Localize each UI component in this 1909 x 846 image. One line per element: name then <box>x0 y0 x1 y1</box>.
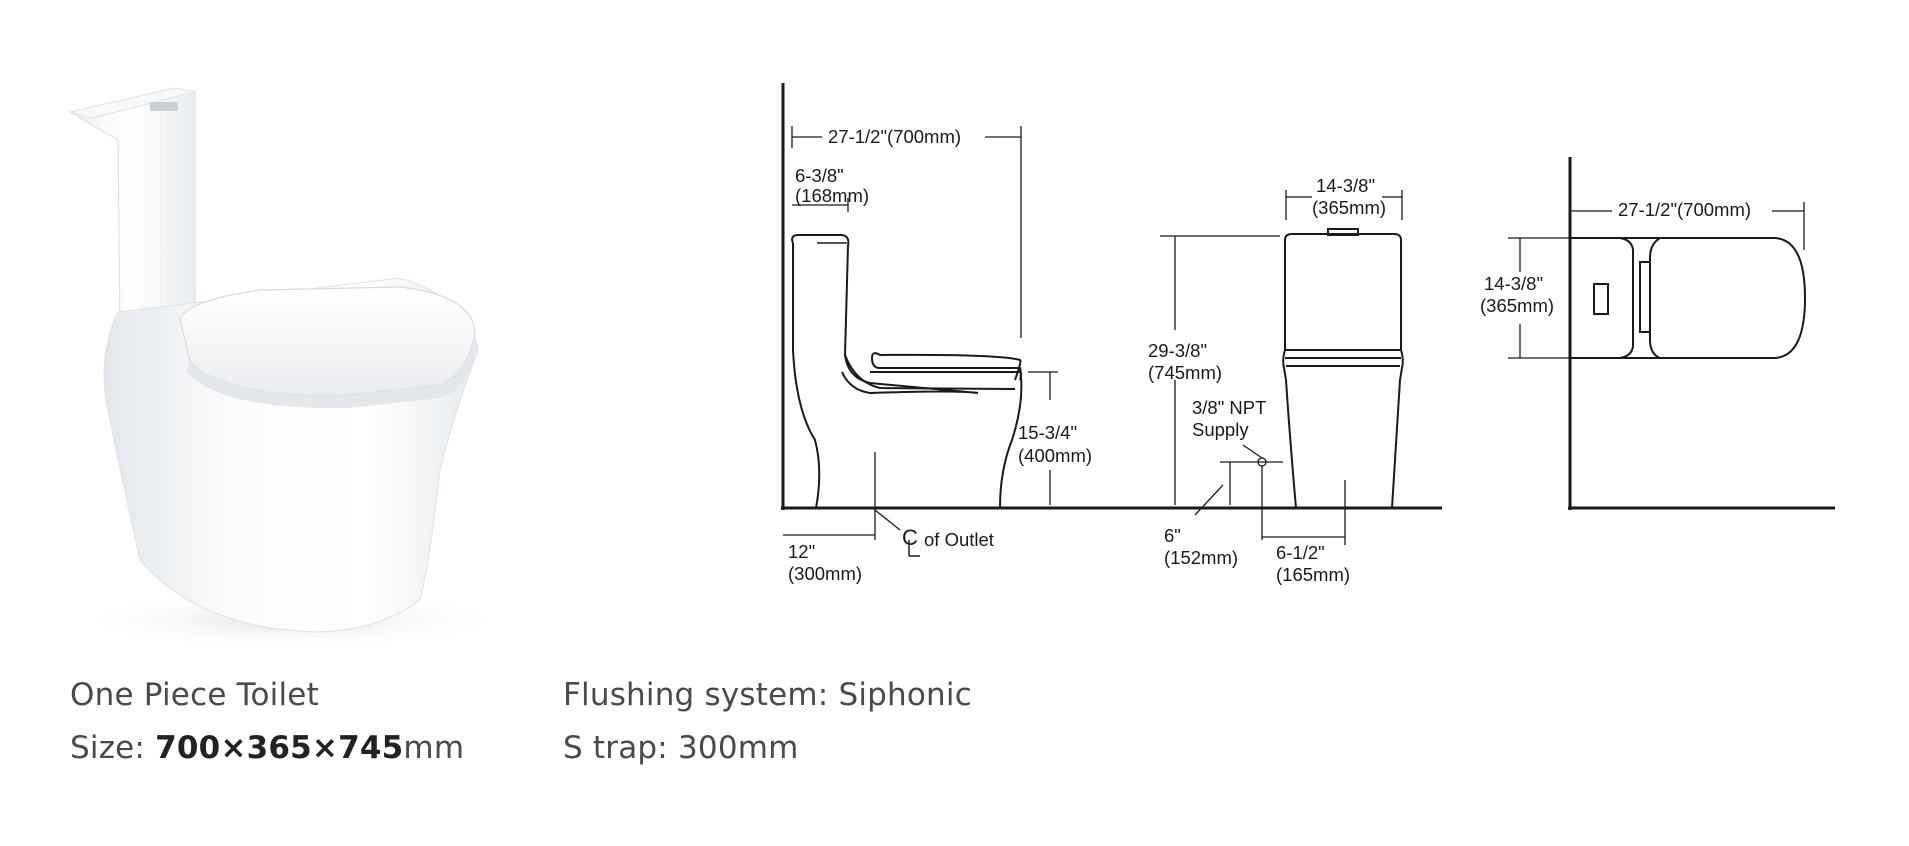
label-supply-offset-in: 6-1/2" <box>1276 542 1325 563</box>
top-outline <box>1570 237 1807 359</box>
label-supply-line1: 3/8" NPT <box>1192 397 1266 418</box>
label-front-width-in: 14-3/8" <box>1316 175 1375 196</box>
label-seat-height-mm: (400mm) <box>1018 445 1092 466</box>
label-supply-offset-mm: (165mm) <box>1276 564 1350 585</box>
top-seat-edge <box>1649 237 1661 359</box>
label-side-length: 27-1/2"(700mm) <box>828 126 961 147</box>
label-tank-depth-in: 6-3/8" <box>795 165 844 186</box>
dim-rough-in <box>783 452 901 540</box>
size-unit: mm <box>403 730 465 766</box>
top-view-drawing <box>1508 157 1835 510</box>
front-right-outline <box>1391 240 1404 509</box>
size-line: Size: 700×365×745mm <box>70 730 464 766</box>
side-seat-outline <box>870 352 1022 381</box>
s-trap: S trap: 300mm <box>563 730 799 766</box>
label-rough-in-mm: (300mm) <box>788 563 862 584</box>
label-top-width-in: 14-3/8" <box>1484 273 1543 294</box>
toilet-product-image <box>68 87 510 650</box>
label-top-length: 27-1/2"(700mm) <box>1618 199 1751 220</box>
svg-text:C: C <box>902 525 918 550</box>
top-flush-button-icon <box>1593 283 1609 315</box>
product-name: One Piece Toilet <box>70 677 319 713</box>
label-outlet: of Outlet <box>924 529 994 550</box>
label-top-width-mm: (365mm) <box>1480 295 1554 316</box>
label-tank-depth-mm: (168mm) <box>795 185 869 206</box>
size-value: 700×365×745 <box>155 730 404 766</box>
side-back-outline <box>999 367 1023 509</box>
flush-button-icon <box>150 102 178 111</box>
dim-seat-height <box>1028 371 1058 505</box>
label-front-width-mm: (365mm) <box>1312 197 1386 218</box>
label-total-height-in: 29-3/8" <box>1148 340 1207 361</box>
dim-total-height <box>1160 235 1280 505</box>
flushing-system: Flushing system: Siphonic <box>563 677 972 713</box>
dim-top-width <box>1508 237 1570 359</box>
side-tank-outline <box>791 234 979 395</box>
top-tank-edge <box>1619 237 1634 359</box>
tank-body <box>68 87 196 331</box>
label-supply-height-mm: (152mm) <box>1164 547 1238 568</box>
label-supply-height-in: 6" <box>1164 525 1181 546</box>
seat-lid <box>179 286 476 397</box>
tank-top <box>69 87 196 119</box>
size-label: Size: <box>70 730 156 766</box>
side-bowl-top <box>844 354 1016 390</box>
dim-front-width <box>1285 190 1403 220</box>
front-flush-button-icon <box>1327 228 1359 236</box>
side-front-outline <box>792 243 821 509</box>
dim-side-length <box>791 126 1022 338</box>
top-hinge-icon <box>1639 261 1651 333</box>
label-rough-in-in: 12" <box>788 541 815 562</box>
centerline-symbol-icon: C <box>902 525 920 557</box>
front-left-outline <box>1282 240 1297 509</box>
label-total-height-mm: (745mm) <box>1148 362 1222 383</box>
label-supply-line2: Supply <box>1192 419 1249 440</box>
label-seat-height-in: 15-3/4" <box>1018 422 1077 443</box>
dim-top-length <box>1570 202 1805 250</box>
side-view-drawing <box>781 83 1442 540</box>
dim-tank-depth <box>792 198 849 212</box>
front-view-drawing <box>1160 190 1404 545</box>
dim-supply <box>1194 444 1346 545</box>
